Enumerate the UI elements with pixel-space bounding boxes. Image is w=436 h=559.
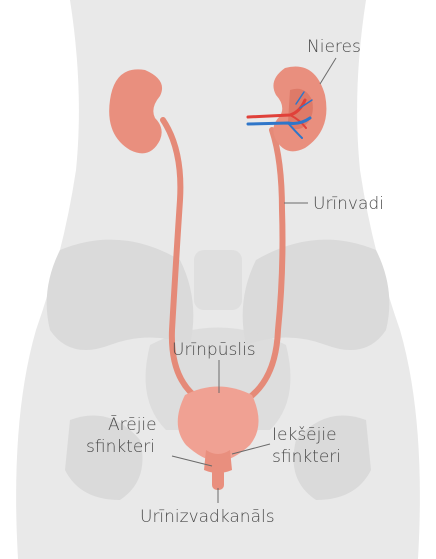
label-urethra: Urīnizvadkanāls <box>140 507 275 527</box>
label-internal-sphincter-2: sfinkteri <box>272 447 341 467</box>
label-external-sphincter-2: sfinkteri <box>86 437 155 457</box>
label-kidneys: Nieres <box>307 37 361 57</box>
label-external-sphincter-1: Ārējie <box>108 414 157 435</box>
label-ureters: Urīnvadi <box>313 194 384 214</box>
label-internal-sphincter-1: Iekšējie <box>272 425 337 445</box>
label-bladder: Urīnpūslis <box>172 340 256 360</box>
